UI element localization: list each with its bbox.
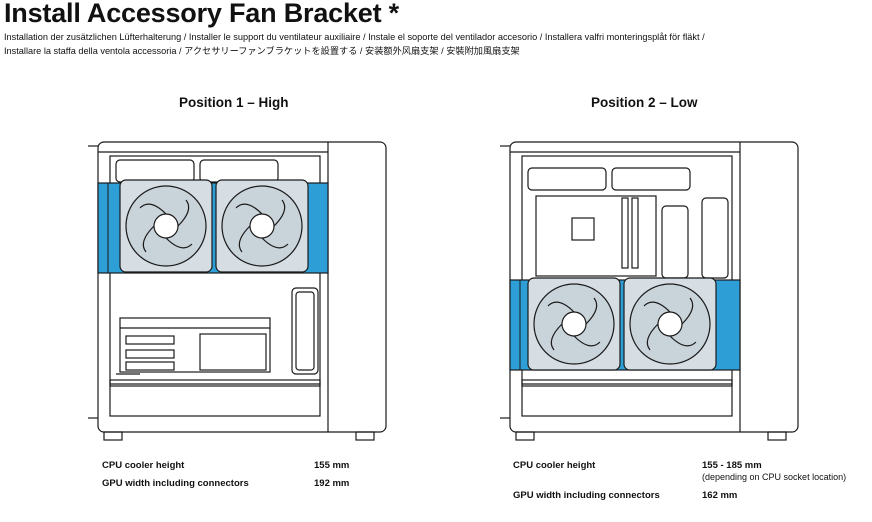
case-illustration-position-1 (88, 141, 387, 441)
spec-label-gpu-width-2: GPU width including connectors (513, 490, 660, 501)
fan-icon (119, 179, 213, 273)
subtitle-translations-line2: Installare la staffa della ventola acces… (4, 46, 520, 56)
position-1-heading: Position 1 – High (179, 95, 289, 110)
fan-icon (215, 179, 309, 273)
case-illustration-position-2 (500, 141, 799, 441)
spec-value-gpu-width-1: 192 mm (314, 478, 350, 489)
spec-value-gpu-width-2: 162 mm (702, 490, 738, 501)
spec-note-cpu-socket: (depending on CPU socket location) (702, 472, 847, 482)
spec-label-cpu-cooler-height-2: CPU cooler height (513, 460, 596, 471)
subtitle-translations-line1: Installation der zusätzlichen Lüfterhalt… (4, 32, 705, 42)
page-title: Install Accessory Fan Bracket * (4, 0, 399, 28)
spec-label-gpu-width-1: GPU width including connectors (102, 478, 249, 489)
fan-icon (527, 277, 621, 371)
spec-value-cpu-cooler-height-2: 155 - 185 mm (702, 460, 762, 471)
spec-value-cpu-cooler-height-1: 155 mm (314, 460, 350, 471)
fan-icon (623, 277, 717, 371)
position-2-heading: Position 2 – Low (591, 95, 698, 110)
spec-label-cpu-cooler-height-1: CPU cooler height (102, 460, 185, 471)
